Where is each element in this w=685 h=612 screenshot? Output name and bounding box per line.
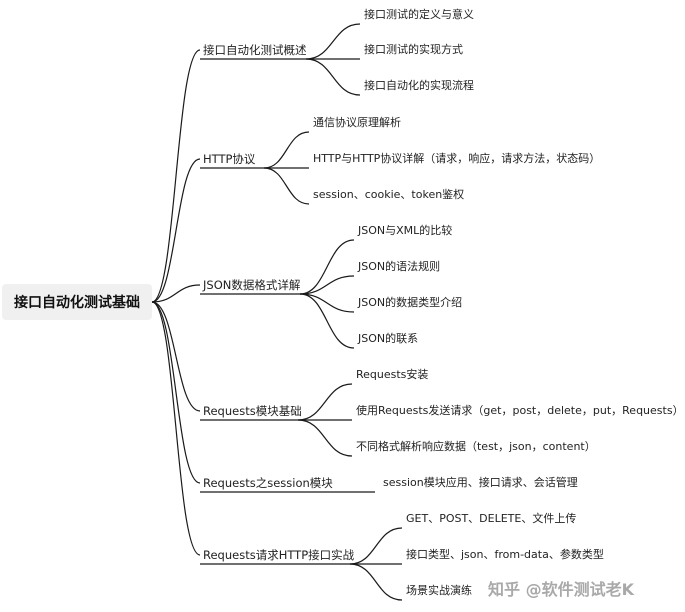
connector-line bbox=[305, 58, 361, 96]
leaf-item[interactable]: 使用Requests发送请求（get，post，delete，put，Reque… bbox=[356, 404, 684, 417]
leaf-item[interactable]: 接口自动化的实现流程 bbox=[364, 79, 474, 92]
leaf-item[interactable]: 接口测试的定义与意义 bbox=[364, 8, 474, 21]
connector-line bbox=[299, 239, 355, 295]
branch-session[interactable]: Requests之session模块 bbox=[203, 476, 333, 490]
leaf-item[interactable]: 不同格式解析响应数据（test，json，content） bbox=[356, 440, 596, 453]
connector-line bbox=[299, 275, 355, 295]
connector-line bbox=[151, 301, 201, 412]
connector-line bbox=[151, 284, 201, 303]
branch-requests[interactable]: Requests模块基础 bbox=[203, 404, 302, 418]
connector-line bbox=[151, 301, 201, 484]
connector-line bbox=[297, 383, 353, 421]
leaf-item[interactable]: GET、POST、DELETE、文件上传 bbox=[406, 512, 577, 525]
branch-practice[interactable]: Requests请求HTTP接口实战 bbox=[203, 548, 355, 562]
leaf-item[interactable]: session模块应用、接口请求、会话管理 bbox=[383, 476, 578, 489]
connector-line bbox=[151, 158, 201, 303]
leaf-item[interactable]: session、cookie、token鉴权 bbox=[313, 188, 465, 201]
leaf-item[interactable]: JSON的语法规则 bbox=[358, 260, 441, 273]
connector-line bbox=[263, 131, 310, 169]
leaf-item[interactable]: 通信协议原理解析 bbox=[313, 116, 401, 129]
leaf-item[interactable]: 接口类型、json、from-data、参数类型 bbox=[406, 548, 604, 561]
branch-http[interactable]: HTTP协议 bbox=[203, 152, 256, 166]
leaf-item[interactable]: Requests安装 bbox=[356, 368, 429, 381]
connector-line bbox=[299, 293, 355, 349]
connector-line bbox=[349, 527, 403, 565]
branch-overview[interactable]: 接口自动化测试概述 bbox=[203, 43, 307, 57]
root-node[interactable]: 接口自动化测试基础 bbox=[2, 284, 152, 320]
connector-line bbox=[299, 293, 355, 313]
connector-line bbox=[263, 167, 310, 205]
connector-line bbox=[297, 419, 353, 457]
connector-line bbox=[151, 301, 201, 556]
connector-line bbox=[305, 23, 361, 60]
leaf-item[interactable]: 接口测试的实现方式 bbox=[364, 43, 463, 56]
connector-line bbox=[349, 563, 403, 601]
connector-line bbox=[151, 49, 201, 303]
watermark: 知乎 @软件测试老K bbox=[488, 580, 634, 599]
leaf-item[interactable]: HTTP与HTTP协议详解（请求，响应，请求方法，状态码） bbox=[313, 152, 601, 165]
leaf-item[interactable]: JSON与XML的比较 bbox=[358, 224, 453, 237]
leaf-item[interactable]: JSON的数据类型介绍 bbox=[358, 296, 463, 309]
branch-json[interactable]: JSON数据格式详解 bbox=[203, 278, 301, 292]
leaf-item[interactable]: JSON的联系 bbox=[358, 332, 419, 345]
leaf-item[interactable]: 场景实战演练 bbox=[406, 584, 472, 597]
